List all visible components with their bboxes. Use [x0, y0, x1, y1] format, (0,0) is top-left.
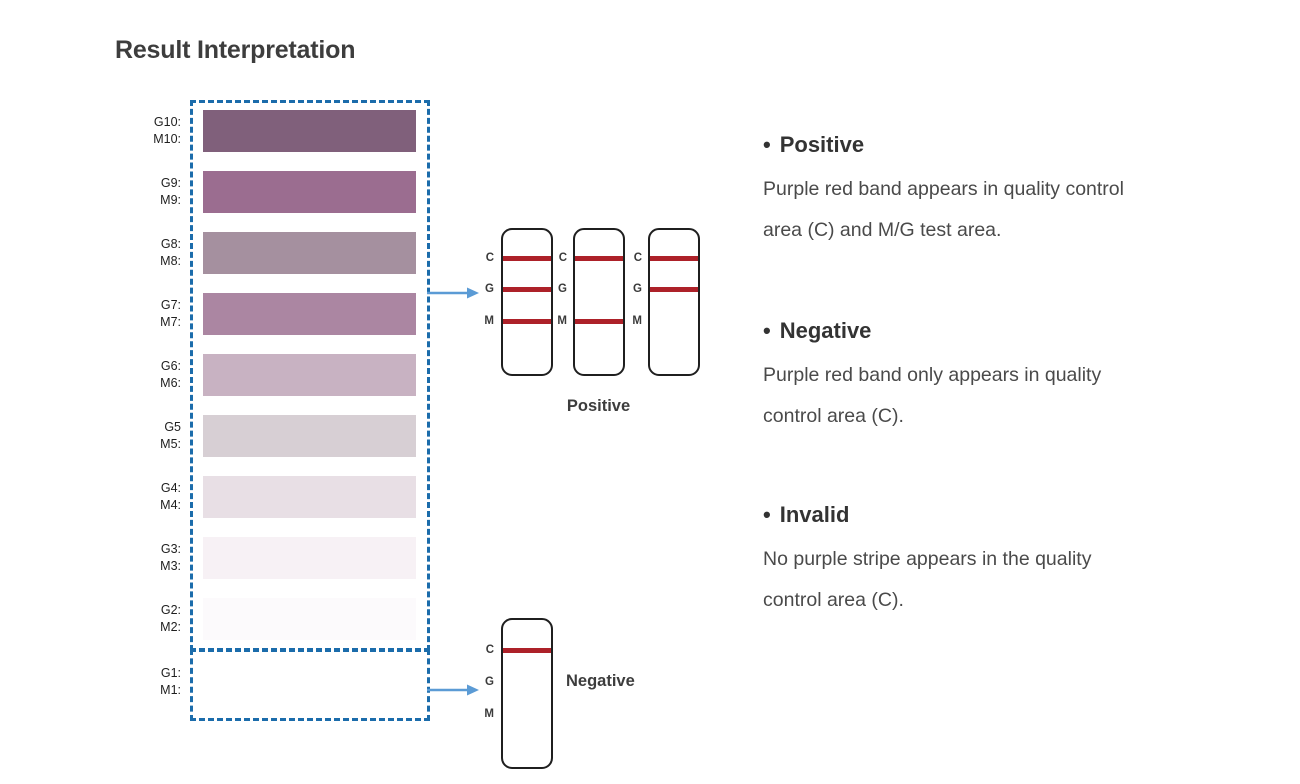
scale-bar: [203, 537, 416, 579]
g-label: G4:: [160, 481, 181, 495]
scale-bar: [203, 354, 416, 396]
m-label: M10:: [153, 132, 181, 146]
scale-bar: [203, 110, 416, 152]
band-label-c: C: [485, 644, 494, 656]
m-label: M9:: [160, 193, 181, 207]
m-label: M7:: [160, 315, 181, 329]
positive-strip-cgm: [501, 228, 553, 376]
band-label-m: M: [632, 315, 642, 327]
arrow-to-positive-icon: [427, 283, 481, 303]
interpretation-heading: • Invalid: [763, 500, 1193, 530]
body-line: control area (C).: [763, 589, 904, 611]
scale-row-label: G5 M5:: [115, 415, 181, 457]
m-label: M1:: [160, 683, 181, 697]
m-label: M3:: [160, 559, 181, 573]
g-label: G5: [164, 420, 181, 434]
page-title: Result Interpretation: [115, 36, 356, 64]
scale-row-label: G2: M2:: [115, 598, 181, 640]
m-label: M4:: [160, 498, 181, 512]
interpretation-title: Invalid: [779, 502, 850, 527]
m-band: [575, 319, 623, 324]
band-label-c: C: [485, 252, 494, 264]
c-band: [575, 256, 623, 261]
scale-row-label: G4: M4:: [115, 476, 181, 518]
m-label: M2:: [160, 620, 181, 634]
scale-bar: [203, 232, 416, 274]
g-label: G6:: [160, 359, 181, 373]
scale-bar: [203, 171, 416, 213]
positive-strip-cg: [648, 228, 700, 376]
m-label: M8:: [160, 254, 181, 268]
m-label: M5:: [160, 437, 181, 451]
interpretation-negative: • Negative Purple red band only appears i…: [763, 316, 1193, 437]
c-band: [503, 648, 551, 653]
interpretation-body: Purple red band only appears in quality …: [763, 355, 1193, 437]
g-label: G8:: [160, 237, 181, 251]
arrow-to-negative-icon: [427, 680, 481, 700]
body-line: Purple red band only appears in quality: [763, 364, 1102, 386]
interpretation-title: Positive: [779, 132, 865, 157]
scale-row-label: G3: M3:: [115, 537, 181, 579]
g-label: G9:: [160, 176, 181, 190]
c-band: [650, 256, 698, 261]
g-label: G1:: [160, 666, 181, 680]
g-band: [650, 287, 698, 292]
band-label-g: G: [633, 283, 642, 295]
g-label: G3:: [160, 542, 181, 556]
g-label: G7:: [160, 298, 181, 312]
g-label: G10:: [153, 115, 181, 129]
positive-strip-cm: [573, 228, 625, 376]
body-line: control area (C).: [763, 405, 904, 427]
scale-row-label: G10: M10:: [115, 110, 181, 152]
scale-bar: [203, 415, 416, 457]
band-label-g: G: [485, 283, 494, 295]
blank-row-dashed-box: [190, 649, 430, 721]
scale-row-label: G1: M1:: [115, 661, 181, 703]
scale-bar: [203, 598, 416, 640]
scale-row-label: G6: M6:: [115, 354, 181, 396]
scale-bar: [203, 293, 416, 335]
body-line: No purple stripe appears in the quality: [763, 548, 1092, 570]
m-band: [503, 319, 551, 324]
g-label: G2:: [160, 603, 181, 617]
body-line: area (C) and M/G test area.: [763, 219, 1002, 241]
interpretation-title: Negative: [779, 318, 872, 343]
negative-caption: Negative: [566, 672, 635, 690]
bullet-icon: •: [763, 318, 771, 343]
g-band: [503, 287, 551, 292]
m-label: M6:: [160, 376, 181, 390]
scale-row-label: G9: M9:: [115, 171, 181, 213]
positive-caption: Positive: [566, 397, 631, 415]
c-band: [503, 256, 551, 261]
scale-row-label: G8: M8:: [115, 232, 181, 274]
scale-row-label: G7: M7:: [115, 293, 181, 335]
band-label-m: M: [484, 708, 494, 720]
interpretation-invalid: • Invalid No purple stripe appears in the…: [763, 500, 1193, 621]
bullet-icon: •: [763, 132, 771, 157]
negative-strip-c: [501, 618, 553, 769]
band-label-c: C: [558, 252, 567, 264]
band-label-c: C: [633, 252, 642, 264]
interpretation-body: Purple red band appears in quality contr…: [763, 169, 1193, 251]
interpretation-positive: • Positive Purple red band appears in qua…: [763, 130, 1193, 251]
scale-bar: [203, 476, 416, 518]
body-line: Purple red band appears in quality contr…: [763, 178, 1124, 200]
interpretation-body: No purple stripe appears in the quality …: [763, 539, 1193, 621]
interpretation-heading: • Positive: [763, 130, 1193, 160]
band-label-g: G: [485, 676, 494, 688]
band-label-g: G: [558, 283, 567, 295]
band-label-m: M: [557, 315, 567, 327]
bullet-icon: •: [763, 502, 771, 527]
interpretation-heading: • Negative: [763, 316, 1193, 346]
band-label-m: M: [484, 315, 494, 327]
